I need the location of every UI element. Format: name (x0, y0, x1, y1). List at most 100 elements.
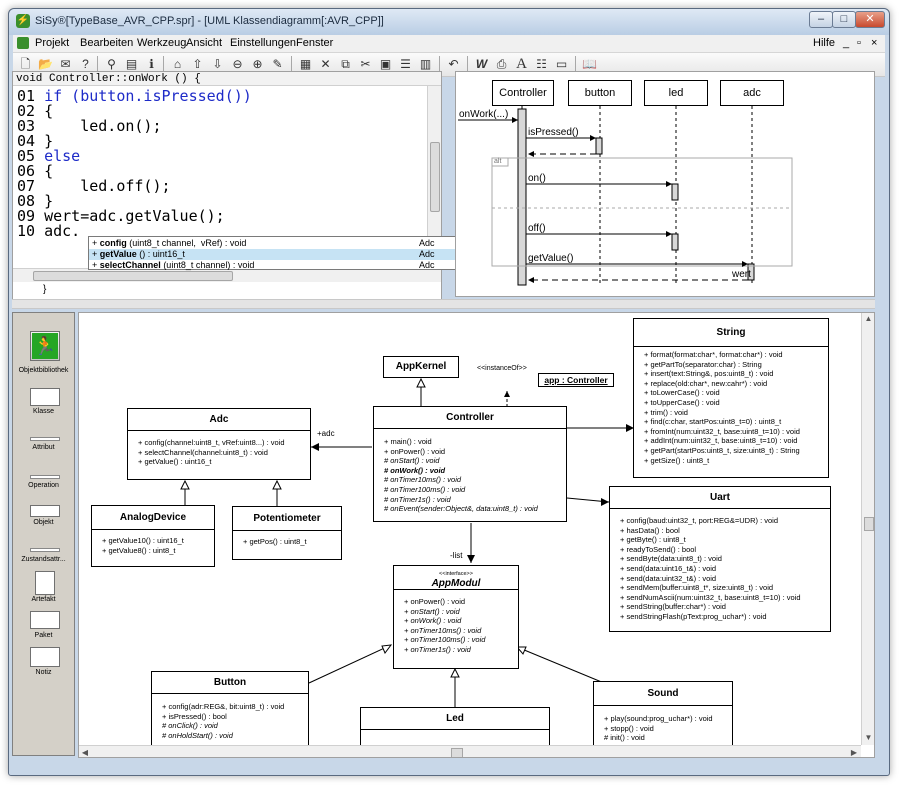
align-icon[interactable]: ☰ (400, 57, 411, 71)
delete-icon[interactable]: ✕ (320, 57, 331, 71)
scroll-thumb[interactable] (430, 142, 440, 212)
diagram-hscrollbar[interactable]: ◀ ▶ (79, 745, 861, 757)
class-potentiometer[interactable]: Potentiometer + getPos() : uint8_t (232, 506, 342, 560)
book-icon[interactable]: 📖 (582, 57, 597, 71)
objekt-icon[interactable] (30, 505, 60, 517)
menu-projekt[interactable]: Projekt (35, 37, 70, 49)
code-line[interactable]: 06 { (17, 162, 54, 180)
scroll-right-icon[interactable]: ▶ (850, 748, 858, 757)
class-sound[interactable]: Sound + play(sound:prog_uchar*) : void +… (593, 681, 733, 751)
message-getvalue[interactable]: getValue() (528, 253, 574, 264)
message-wert[interactable]: wert (732, 269, 751, 280)
mdi-restore-button[interactable]: ▫ (857, 37, 861, 49)
new-icon[interactable]: 🗋 (20, 57, 31, 71)
clipboard-icon[interactable]: ▣ (379, 57, 392, 71)
menu-einstellungen[interactable]: Einstellungen (230, 37, 297, 49)
scroll-left-icon[interactable]: ◀ (81, 748, 89, 757)
info-icon[interactable]: ℹ (149, 57, 154, 71)
message-on[interactable]: on() (528, 173, 546, 184)
diagram-vscrollbar[interactable]: ▲ ▼ (861, 313, 874, 745)
scroll-thumb[interactable] (864, 517, 874, 531)
menu-bearbeiten[interactable]: Bearbeiten (80, 37, 134, 49)
message-onwork[interactable]: onWork(...) (459, 109, 509, 120)
splitter-bar[interactable] (12, 299, 875, 309)
mdi-close-button[interactable]: × (871, 37, 878, 49)
arrow-down-icon[interactable]: ⇩ (212, 57, 223, 71)
object-app-controller[interactable]: app : Controller (538, 373, 614, 387)
properties-icon[interactable]: ▤ (125, 57, 138, 71)
menu-hilfe[interactable]: Hilfe (813, 37, 836, 49)
class-appkernel[interactable]: AppKernel (383, 356, 459, 378)
zoom-out-icon[interactable]: ⊖ (232, 57, 243, 71)
arrow-up-icon[interactable]: ⇧ (192, 57, 203, 71)
scroll-thumb[interactable] (451, 748, 463, 757)
code-line[interactable]: 09 wert=adc.getValue(); (17, 207, 225, 225)
class-uart[interactable]: Uart + config(baud:uint32_t, port:REG&=U… (609, 486, 831, 632)
klasse-icon[interactable] (30, 388, 60, 406)
code-line[interactable]: 05 else (17, 147, 81, 165)
code-line[interactable]: 07 led.off(); (17, 177, 171, 195)
list-icon[interactable]: ☷ (536, 57, 547, 71)
binoculars-icon[interactable]: ⚲ (107, 57, 116, 71)
lifeline-controller[interactable]: Controller (492, 80, 554, 106)
notiz-icon[interactable] (30, 647, 60, 667)
lifeline-button[interactable]: button (568, 80, 632, 106)
menu-fenster[interactable]: Fenster (296, 37, 334, 49)
lifeline-adc[interactable]: adc (720, 80, 784, 106)
cut-icon[interactable]: ✂ (360, 57, 371, 71)
class-analogdevice[interactable]: AnalogDevice + getValue10() : uint16_t +… (91, 505, 215, 567)
operation-icon[interactable] (30, 475, 60, 479)
class-led[interactable]: Led (360, 707, 550, 747)
mail-icon[interactable]: ✉ (60, 57, 71, 71)
maximize-button[interactable]: □ (832, 11, 856, 28)
code-line[interactable]: 02 { (17, 102, 54, 120)
scroll-up-icon[interactable]: ▲ (864, 314, 873, 323)
code-line[interactable]: 03 led.on(); (17, 117, 162, 135)
sequence-diagram[interactable]: Controller button led adc onWork(...) is… (455, 71, 875, 297)
objektbibliothek-icon[interactable]: 🏃 (30, 331, 60, 361)
class-adc[interactable]: Adc + config(channel:uint8_t, vRef:uint8… (127, 408, 311, 480)
code-line[interactable]: 10 adc. (17, 222, 81, 240)
code-line[interactable]: 04 } (17, 132, 54, 150)
scroll-down-icon[interactable]: ▼ (864, 733, 873, 742)
message-ispressed[interactable]: isPressed() (528, 127, 579, 138)
distribute-icon[interactable]: ▥ (419, 57, 432, 71)
zustandsattribut-icon[interactable] (30, 548, 60, 552)
code-vscrollbar[interactable] (427, 86, 441, 268)
minimize-button[interactable]: – (809, 11, 833, 28)
title-bar[interactable]: ⚡ SiSy®[TypeBase_AVR_CPP.spr] - [UML Kla… (9, 9, 889, 35)
menu-ansicht[interactable]: Ansicht (186, 37, 223, 49)
menu-werkzeug[interactable]: Werkzeug (137, 37, 187, 49)
class-string[interactable]: String + format(format:char*, format:cha… (633, 318, 829, 478)
lifeline-led[interactable]: led (644, 80, 708, 106)
autocomplete-item[interactable]: + selectChannel (uint8_t channel) : void… (92, 260, 435, 270)
page-icon[interactable]: ▭ (555, 57, 568, 71)
zoom-in-icon[interactable]: ⊕ (252, 57, 263, 71)
mdi-minimize-button[interactable]: _ (843, 37, 850, 49)
interface-appmodul[interactable]: <<interface>>AppModul + onPower() : void… (393, 565, 519, 669)
artefakt-icon[interactable] (35, 571, 55, 595)
close-button[interactable]: ✕ (855, 11, 885, 28)
message-off[interactable]: off() (528, 223, 546, 234)
copy-icon[interactable]: ⧉ (341, 57, 350, 71)
paket-icon[interactable] (30, 611, 60, 629)
paste-icon[interactable]: ▦ (299, 57, 312, 71)
open-folder-icon[interactable]: 📂 (38, 57, 53, 71)
class-button[interactable]: Button + config(adr:REG&, bit:uint8_t) :… (151, 671, 309, 753)
class-diagram[interactable]: String + format(format:char*, format:cha… (78, 312, 875, 758)
scroll-thumb[interactable] (33, 271, 233, 281)
code-line[interactable]: 01 if (button.isPressed()) (17, 87, 252, 105)
undo-icon[interactable]: ↶ (448, 57, 459, 71)
help-icon[interactable]: ? (82, 57, 89, 71)
attribut-icon[interactable] (30, 437, 60, 441)
edit-icon[interactable]: ✎ (272, 57, 283, 71)
word-icon[interactable]: W (475, 57, 488, 71)
home-icon[interactable]: ⌂ (173, 57, 182, 71)
print-icon[interactable]: ⎙ (496, 57, 507, 71)
class-controller[interactable]: Controller + main() : void + onPower() :… (373, 406, 567, 522)
code-line[interactable]: 08 } (17, 192, 54, 210)
font-icon[interactable]: A (516, 56, 527, 72)
